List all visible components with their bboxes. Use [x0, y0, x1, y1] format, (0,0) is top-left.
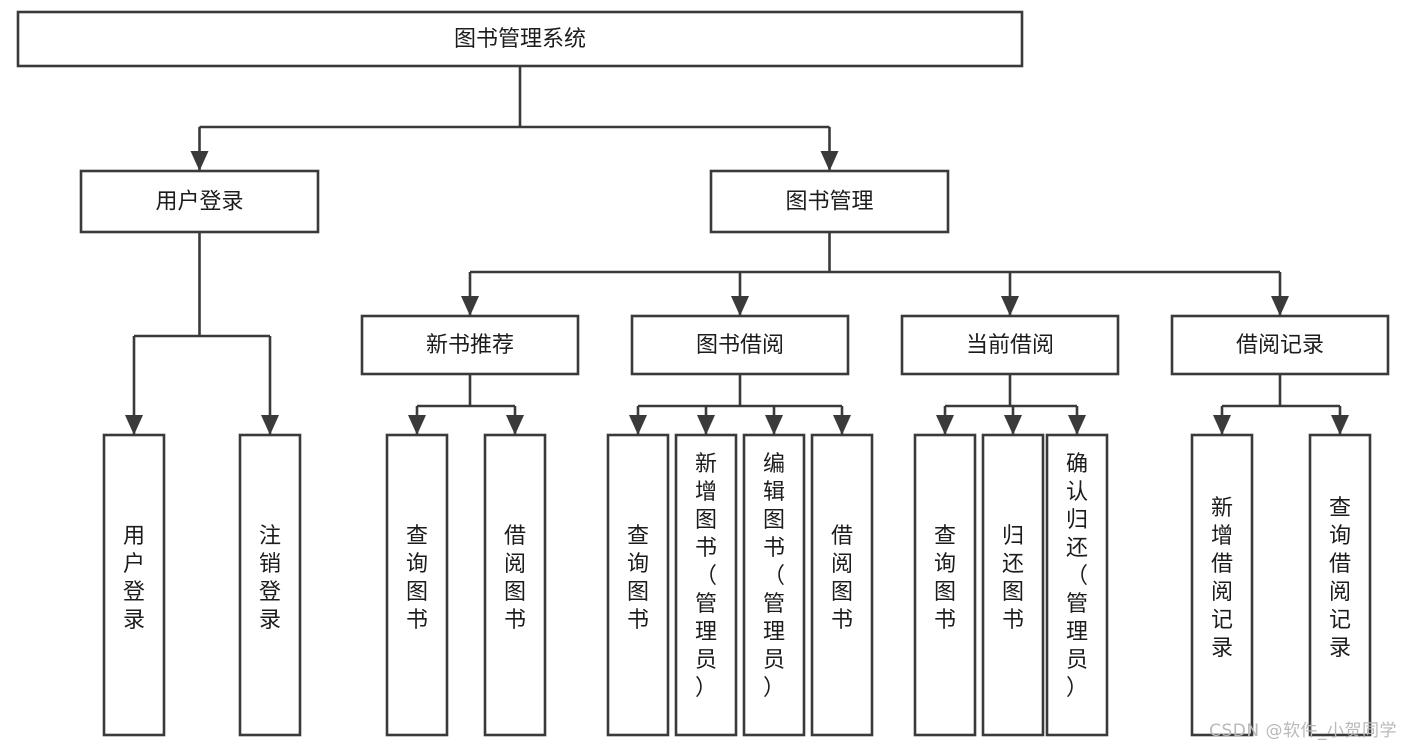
arrow-head-icon-book-manage [820, 151, 839, 171]
node-cb-return-book[interactable]: 归还图书 [981, 433, 1045, 737]
node-root[interactable]: 图书管理系统 [16, 10, 1024, 68]
node-box-new-book-recommend [360, 314, 580, 376]
node-box-br-add-record [1190, 433, 1254, 737]
node-label-nbr-query-book: 查询图书 [406, 524, 428, 633]
node-box-root [16, 10, 1024, 68]
node-box-cb-return-book [981, 433, 1045, 737]
arrow-head-icon-nbr-query-book [408, 415, 426, 435]
node-label-cb-query-book: 查询图书 [934, 524, 956, 633]
arrow-head-icon-cb-return-book [1004, 415, 1022, 435]
node-box-bb-query-book [606, 433, 670, 737]
node-user-login[interactable]: 用户登录 [79, 169, 320, 234]
node-nbr-query-book[interactable]: 查询图书 [385, 433, 449, 737]
node-nbr-borrow-book[interactable]: 借阅图书 [483, 433, 547, 737]
node-label-bb-borrow-book: 借阅图书 [831, 524, 853, 633]
node-cb-confirm-return-admin[interactable]: 确认归还（管理员） [1045, 433, 1109, 737]
node-user-logout[interactable]: 注销登录 [238, 433, 302, 737]
node-box-book-manage [709, 169, 950, 234]
node-box-borrow-record [1170, 314, 1390, 376]
node-label-bb-add-book-admin: 新增图书（管理员） [695, 452, 717, 701]
node-box-bb-edit-book-admin [742, 433, 806, 737]
arrow-head-icon-cb-query-book [936, 415, 954, 435]
node-label-br-query-record: 查询借阅记录 [1329, 496, 1351, 661]
node-label-new-book-recommend: 新书推荐 [426, 333, 514, 358]
node-borrow-record[interactable]: 借阅记录 [1170, 314, 1390, 376]
arrow-head-icon-book-borrow [731, 296, 749, 316]
node-label-book-manage: 图书管理 [785, 190, 873, 215]
node-cb-query-book[interactable]: 查询图书 [913, 433, 977, 737]
node-label-user-login-do: 用户登录 [123, 524, 145, 633]
node-bb-borrow-book[interactable]: 借阅图书 [810, 433, 874, 737]
arrow-head-icon-user-login-do [125, 415, 143, 435]
node-book-manage[interactable]: 图书管理 [709, 169, 950, 234]
node-box-bb-add-book-admin [674, 433, 738, 737]
node-label-br-add-record: 新增借阅记录 [1211, 496, 1233, 661]
node-label-cb-return-book: 归还图书 [1002, 524, 1024, 633]
node-box-user-logout [238, 433, 302, 737]
node-box-book-borrow [630, 314, 850, 376]
node-box-current-borrow [900, 314, 1120, 376]
node-current-borrow[interactable]: 当前借阅 [900, 314, 1120, 376]
arrow-head-icon-borrow-record [1271, 296, 1289, 316]
node-label-user-login: 用户登录 [155, 190, 243, 215]
node-label-borrow-record: 借阅记录 [1236, 333, 1324, 358]
node-box-cb-query-book [913, 433, 977, 737]
arrow-head-icon-bb-add-book-admin [697, 415, 715, 435]
node-label-cb-confirm-return-admin: 确认归还（管理员） [1066, 452, 1088, 701]
arrow-head-icon-bb-query-book [629, 415, 647, 435]
node-bb-query-book[interactable]: 查询图书 [606, 433, 670, 737]
node-label-user-logout: 注销登录 [259, 524, 281, 633]
node-box-nbr-query-book [385, 433, 449, 737]
node-box-user-login [79, 169, 320, 234]
node-box-cb-confirm-return-admin [1045, 433, 1109, 737]
arrow-head-icon-current-borrow [1001, 296, 1019, 316]
node-label-bb-query-book: 查询图书 [627, 524, 649, 633]
arrow-head-icon-cb-confirm-return-admin [1068, 415, 1086, 435]
node-bb-edit-book-admin[interactable]: 编辑图书（管理员） [742, 433, 806, 737]
nodes-layer: 图书管理系统用户登录图书管理用户登录注销登录新书推荐查询图书借阅图书图书借阅查询… [16, 10, 1390, 737]
arrow-head-icon-user-logout [261, 415, 279, 435]
arrow-head-icon-new-book-recommend [461, 296, 479, 316]
node-label-current-borrow: 当前借阅 [966, 333, 1054, 358]
node-br-add-record[interactable]: 新增借阅记录 [1190, 433, 1254, 737]
node-br-query-record[interactable]: 查询借阅记录 [1308, 433, 1372, 737]
arrow-head-icon-nbr-borrow-book [506, 415, 524, 435]
node-box-user-login-do [102, 433, 166, 737]
node-user-login-do[interactable]: 用户登录 [102, 433, 166, 737]
connectors-layer [125, 66, 1349, 435]
arrow-head-icon-br-query-record [1331, 415, 1349, 435]
node-box-br-query-record [1308, 433, 1372, 737]
node-book-borrow[interactable]: 图书借阅 [630, 314, 850, 376]
arrow-head-icon-br-add-record [1213, 415, 1231, 435]
node-label-bb-edit-book-admin: 编辑图书（管理员） [763, 452, 785, 701]
arrow-head-icon-bb-edit-book-admin [765, 415, 783, 435]
node-label-book-borrow: 图书借阅 [696, 333, 784, 358]
node-label-nbr-borrow-book: 借阅图书 [504, 524, 526, 633]
arrow-head-icon-bb-borrow-book [833, 415, 851, 435]
arrow-head-icon-user-login [190, 151, 209, 171]
node-label-root: 图书管理系统 [454, 27, 586, 52]
node-box-bb-borrow-book [810, 433, 874, 737]
node-new-book-recommend[interactable]: 新书推荐 [360, 314, 580, 376]
node-box-nbr-borrow-book [483, 433, 547, 737]
node-bb-add-book-admin[interactable]: 新增图书（管理员） [674, 433, 738, 737]
